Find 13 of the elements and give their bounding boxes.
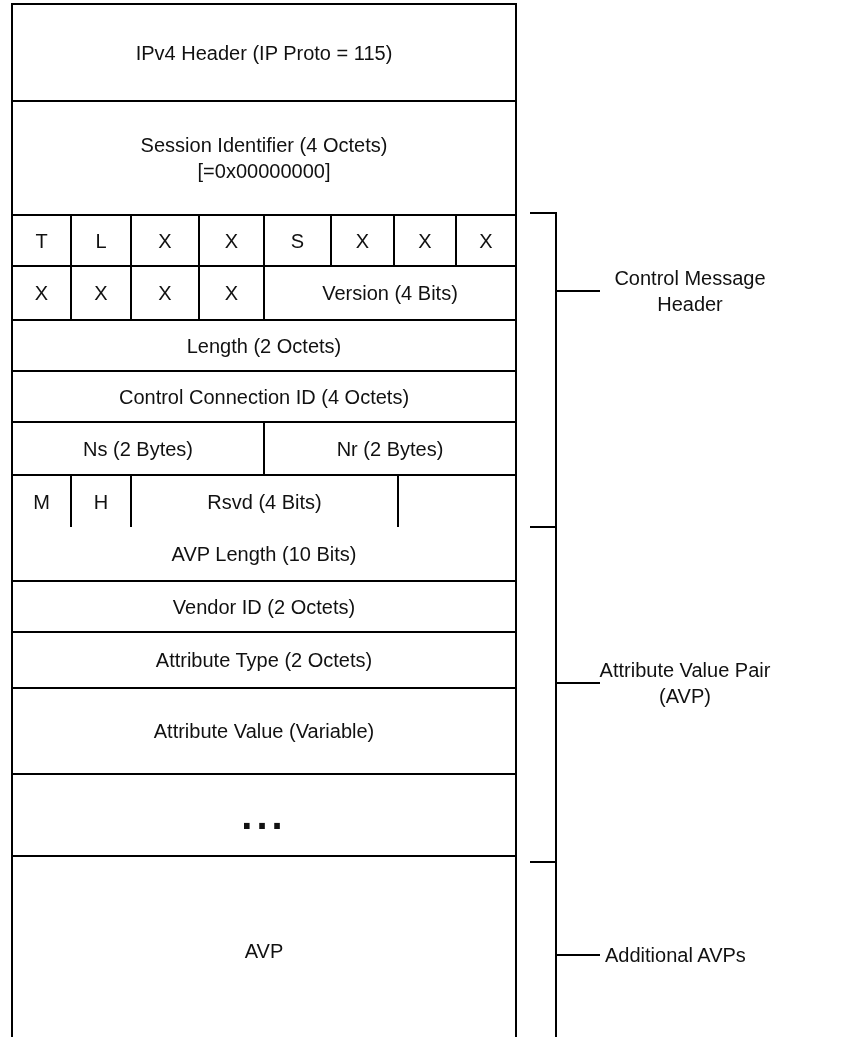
header-field: Vendor ID (2 Octets) xyxy=(11,580,517,633)
header-field: IPv4 Header (IP Proto = 115) xyxy=(11,3,517,102)
header-field: Attribute Type (2 Octets) xyxy=(11,631,517,689)
bracket-label: Attribute Value Pair (AVP) xyxy=(598,658,772,709)
header-field: Length (2 Octets) xyxy=(11,319,517,372)
header-field: AVP xyxy=(11,855,517,1037)
header-field: AVP Length (10 Bits) xyxy=(11,527,517,582)
ellipsis-field: ... xyxy=(11,773,517,857)
header-field: Session Identifier (4 Octets) [=0x00000000] xyxy=(11,100,517,216)
header-field: Control Connection ID (4 Octets) xyxy=(11,370,517,423)
bracket-label: Control Message Header xyxy=(613,266,767,317)
header-field: Attribute Value (Variable) xyxy=(11,687,517,775)
bracket-label: Additional AVPs xyxy=(605,943,747,968)
